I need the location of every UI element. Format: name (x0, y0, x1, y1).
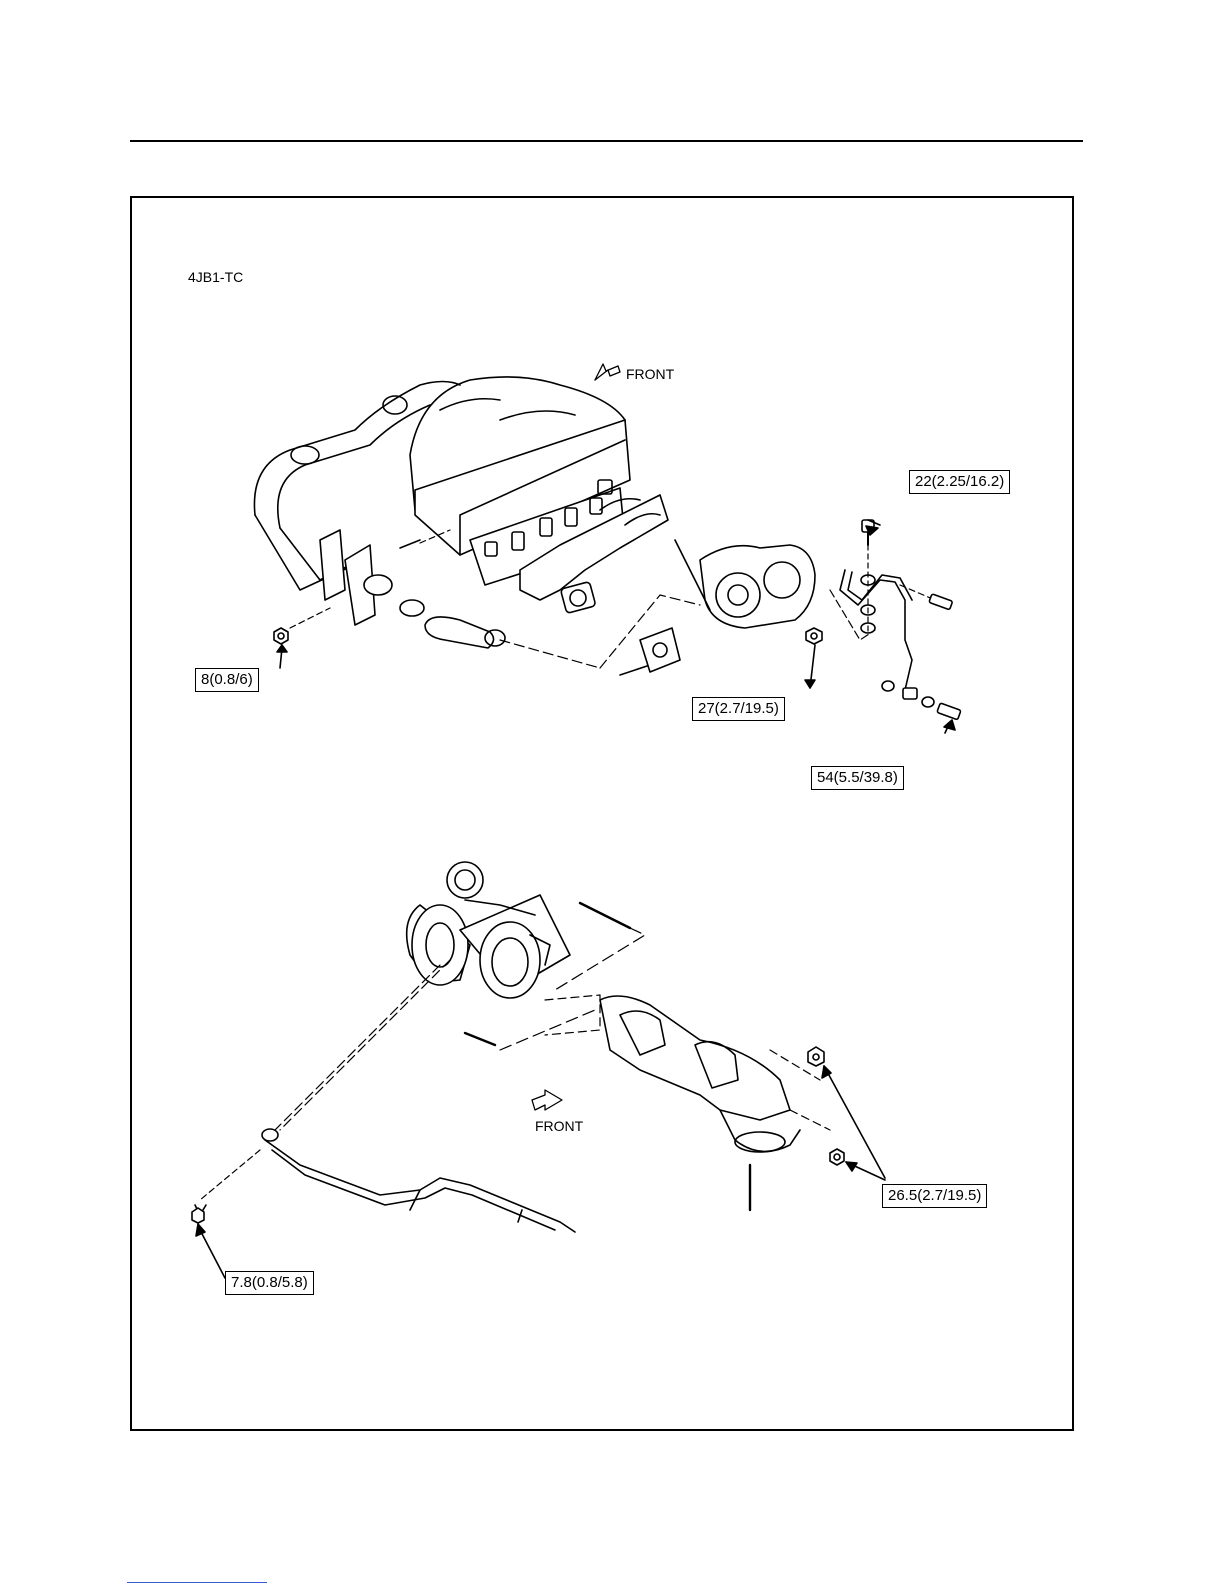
front-label-upper: FRONT (626, 366, 674, 382)
turbocharger-lower (407, 862, 570, 998)
manifold-nuts (808, 1047, 885, 1180)
torque-callout-bracket-nut: 8(0.8/6) (195, 668, 259, 692)
turbo-gasket (640, 628, 680, 672)
torque-callout-pipe-bolt: 7.8(0.8/5.8) (225, 1271, 314, 1295)
torque-callout-oil-feed-bolt: 22(2.25/16.2) (909, 470, 1010, 494)
turbo-nut-upper (805, 628, 822, 688)
torque-callout-turbo-nut: 27(2.7/19.5) (692, 697, 785, 721)
bracket-nut (274, 608, 330, 668)
oil-pipe-eyebolt (882, 681, 961, 733)
footer-link-underline (127, 1582, 267, 1583)
turbocharger-upper (600, 540, 815, 668)
front-arrow-upper (595, 364, 620, 380)
front-arrow-lower (532, 1090, 562, 1110)
pipe-bracket (320, 530, 392, 625)
torque-callout-manifold-nut: 26.5(2.7/19.5) (882, 1184, 987, 1208)
oil-return-pipe (192, 960, 575, 1278)
engine-model-label: 4JB1-TC (188, 269, 243, 285)
lower-gasket (545, 995, 600, 1035)
oil-feed-pipe (830, 520, 953, 690)
exhaust-manifold-lower (600, 996, 830, 1152)
torque-callout-eyebolt: 54(5.5/39.8) (811, 766, 904, 790)
front-label-lower: FRONT (535, 1118, 583, 1134)
